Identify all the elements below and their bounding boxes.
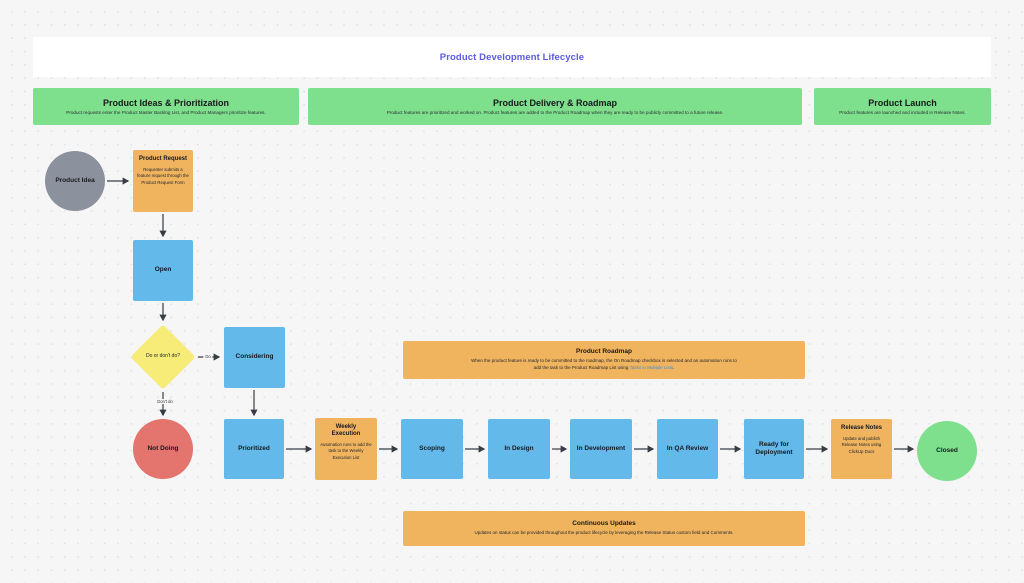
node-label: Closed	[936, 446, 958, 454]
node-open[interactable]: Open	[133, 240, 193, 301]
phase-band-title: Product Launch	[868, 97, 937, 108]
node-scoping[interactable]: Scoping	[401, 419, 463, 479]
phase-band-title: Product Delivery & Roadmap	[492, 97, 618, 108]
node-label: Open	[154, 266, 172, 274]
banner-body: Updates on status can be provided throug…	[474, 530, 734, 536]
banner-continuous-updates[interactable]: Continuous Updates Updates on status can…	[403, 511, 805, 546]
node-considering[interactable]: Considering	[224, 327, 285, 388]
node-body: Requester submits a feature request thro…	[137, 166, 189, 185]
node-label: In Design	[504, 444, 534, 452]
node-product-request[interactable]: Product Request Requester submits a feat…	[133, 150, 193, 212]
phase-band-delivery-roadmap[interactable]: Product Delivery & Roadmap Product featu…	[308, 88, 802, 125]
node-label: Considering	[235, 353, 274, 361]
banner-text: When the product feature is ready to be …	[471, 358, 737, 371]
node-decision-diamond[interactable]: Do or don't do?	[130, 324, 196, 390]
node-label: Product Idea	[55, 176, 95, 184]
title-bar[interactable]: Product Development Lifecycle	[33, 37, 991, 77]
node-closed[interactable]: Closed	[917, 421, 977, 481]
banner-text-period: .	[673, 365, 675, 371]
phase-band-title: Product Ideas & Prioritization	[102, 97, 230, 108]
banner-product-roadmap[interactable]: Product Roadmap When the product feature…	[403, 341, 805, 379]
node-label: Scoping	[419, 444, 445, 452]
phase-band-subtitle: Product features are prioritized and wor…	[386, 110, 724, 116]
phase-band-launch[interactable]: Product Launch Product features are laun…	[814, 88, 991, 125]
node-in-development[interactable]: In Development	[570, 419, 632, 479]
phase-band-ideas-prioritization[interactable]: Product Ideas & Prioritization Product r…	[33, 88, 299, 125]
node-label: Ready for Deployment	[755, 440, 793, 456]
node-label: In Development	[576, 444, 626, 452]
banner-title: Product Roadmap	[576, 347, 632, 355]
node-body: Automation runs to add the task to the W…	[320, 441, 372, 460]
edge-label-do: Do	[203, 354, 213, 359]
banner-body: When the product feature is ready to be …	[470, 358, 738, 372]
edge-label-dont-do: Don't do	[155, 399, 175, 404]
node-body: Update and publish Release Notes using C…	[841, 435, 882, 454]
node-prioritized[interactable]: Prioritized	[224, 419, 284, 479]
node-in-design[interactable]: In Design	[488, 419, 550, 479]
node-label: Prioritized	[238, 444, 270, 452]
node-title: Release Notes	[840, 425, 883, 431]
tasks-in-multiple-lists-link[interactable]: Tasks in Multiple Lists	[629, 365, 674, 371]
node-label: Do or don't do?	[145, 353, 181, 360]
phase-band-subtitle: Product features are launched and includ…	[839, 110, 966, 116]
banner-title: Continuous Updates	[572, 519, 636, 527]
phase-band-subtitle: Product requests enter the Product Maste…	[66, 110, 266, 116]
page-title: Product Development Lifecycle	[439, 51, 585, 63]
node-weekly-execution[interactable]: Weekly Execution Automation runs to add …	[315, 418, 377, 480]
node-in-qa-review[interactable]: In QA Review	[657, 419, 718, 479]
node-product-idea[interactable]: Product Idea	[45, 151, 105, 211]
node-label: Not Doing	[147, 444, 179, 452]
node-release-notes[interactable]: Release Notes Update and publish Release…	[831, 419, 892, 479]
node-label: In QA Review	[666, 444, 709, 452]
node-title: Product Request	[138, 156, 187, 162]
node-not-doing[interactable]: Not Doing	[133, 419, 193, 479]
node-title: Weekly Execution	[331, 424, 361, 437]
node-ready-for-deployment[interactable]: Ready for Deployment	[744, 419, 804, 479]
